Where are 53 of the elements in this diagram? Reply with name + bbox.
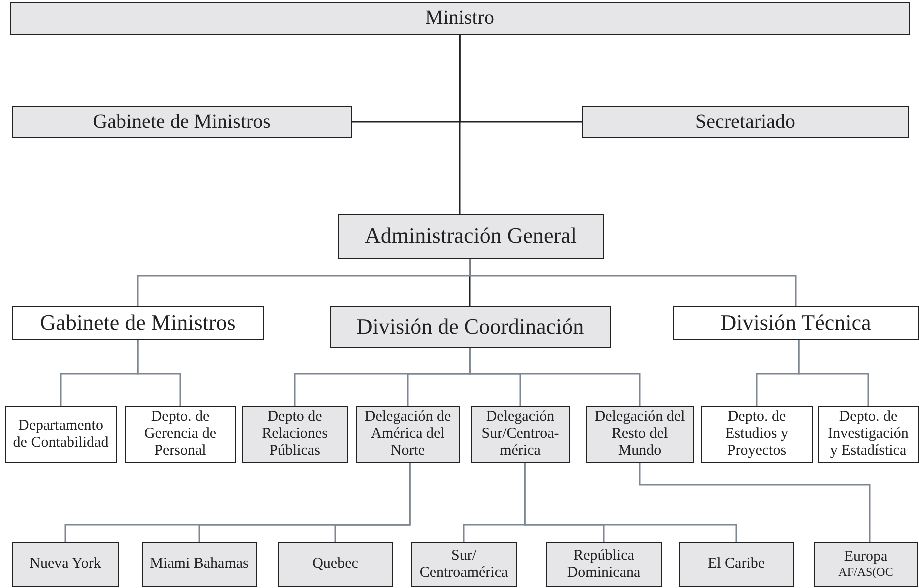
unit-name: Gabinete de Ministros [92,110,272,134]
connector-line [524,463,738,542]
org-box [338,214,604,259]
unit-name: Miami Bahamas [149,556,250,573]
org-box [546,542,662,587]
org-box [12,542,119,587]
unit-name: Depto de Relaciones Públicas [261,409,329,460]
connector-line [469,259,797,306]
unit-name: Delegación del Resto del Mundo [594,409,686,460]
org-box [12,106,352,138]
unit-name: República Dominicana [566,548,642,582]
unit-name: Depto. de Estudios y Proyectos [724,409,790,460]
org-box [814,542,918,587]
connector-line [639,463,871,542]
connector-line [459,35,461,214]
org-box [582,106,909,138]
org-box [679,542,794,587]
unit-name: Europa [843,549,889,566]
org-box [411,542,517,587]
connector-line [798,340,870,406]
org-box [278,542,393,587]
unit-name: Sur/ Centroamérica [418,548,510,582]
unit-name: Depto. de Investigación y Estadística [827,409,910,460]
unit-name: Gabinete de Ministros [39,310,237,336]
org-box [673,306,919,340]
org-box [330,306,611,348]
org-box [471,406,570,463]
org-box [10,2,910,35]
unit-note: AF/AS(OC [838,566,894,580]
unit-name: División Técnica [720,310,872,336]
unit-name: Delegación Sur/Centroa- mérica [480,409,560,460]
unit-name: División de Coordinación [356,314,586,340]
unit-name: Departamento de Contabilidad [12,418,110,452]
connector-line [137,340,182,406]
unit-name: Quebec [312,556,360,573]
unit-name: El Caribe [706,556,766,573]
org-box [818,406,919,463]
unit-name: Delegación de América del Norte [364,409,452,460]
org-box [125,406,236,463]
org-box [356,406,460,463]
unit-name: Depto. de Gerencia de Personal [143,409,218,460]
org-box [142,542,257,587]
connector-line [334,463,411,542]
org-box [242,406,348,463]
org-box [12,306,264,340]
org-box [701,406,813,463]
unit-name: Secretariado [694,110,796,134]
unit-name: Nueva York [28,556,102,573]
connector-line [469,348,641,406]
unit-name: Ministro [424,7,496,30]
org-box [5,406,117,463]
org-box [586,406,694,463]
unit-name: Administración General [364,224,578,249]
